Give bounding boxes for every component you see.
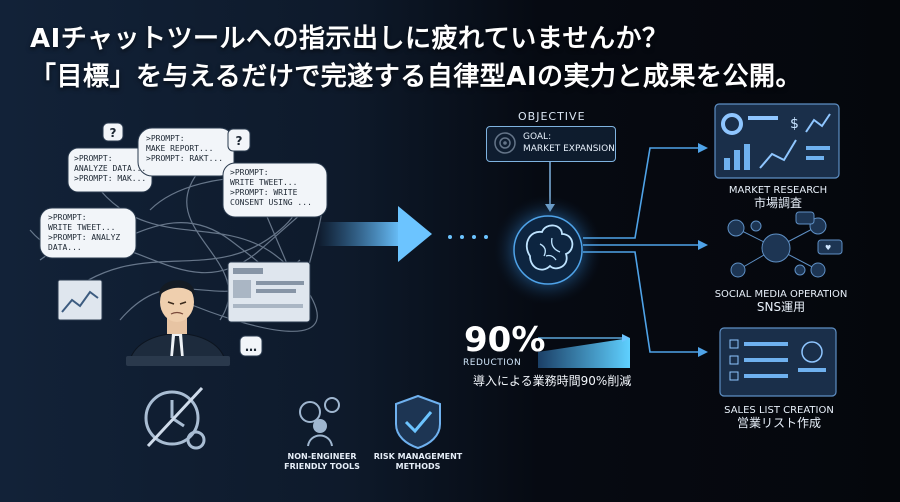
output-social-media: SOCIAL MEDIA OPERATION SNS運用	[706, 288, 856, 314]
feature-risk-management: RISK MANAGEMENT METHODS	[373, 452, 463, 471]
gear-person-icon	[299, 397, 340, 447]
output-en: MARKET RESEARCH	[728, 185, 828, 196]
transition-arrow	[318, 206, 488, 262]
reduction-caption: 導入による業務時間90%削減	[473, 374, 632, 388]
svg-text:?: ?	[110, 126, 117, 140]
output-en: SALES LIST CREATION	[724, 405, 834, 416]
svg-text:?: ?	[236, 134, 243, 148]
branch-lines	[583, 147, 700, 353]
monitor	[227, 261, 311, 323]
chart-board	[57, 279, 103, 321]
goal-text: GOAL: MARKET EXPANSION	[523, 132, 615, 154]
output-sales-list: SALES LIST CREATION 営業リスト作成	[712, 404, 846, 430]
shield-check-icon	[395, 394, 441, 450]
ai-brain-core	[493, 195, 603, 305]
headline-line1: AIチャットツールへの指示出しに疲れていませんか？	[30, 24, 669, 54]
reduction-label: REDUCTION	[463, 358, 522, 368]
social-network-graphic	[727, 211, 843, 278]
svg-text:…: …	[245, 340, 257, 354]
output-jp: 市場調査	[753, 196, 802, 210]
social-badge-glyph: ♥	[825, 244, 831, 252]
bubble-2-text: >PROMPT: MAKE REPORT... >PROMPT: RAKT...	[146, 134, 224, 163]
time-clock-icon	[144, 386, 206, 450]
reduction-value: 90%	[464, 320, 546, 360]
bubble-4-text: >PROMPT: WRITE TWEET... >PROMPT: ANALYZ …	[48, 213, 121, 252]
reduction-bar	[538, 338, 630, 368]
goal-box	[486, 126, 616, 162]
headline: AIチャットツールへの指示出しに疲れていませんか？ 「目標」を与えるだけで完遂す…	[30, 20, 880, 96]
svg-text:$: $	[790, 116, 799, 132]
speech-bubbles	[39, 122, 328, 357]
output-en: SOCIAL MEDIA OPERATION	[714, 289, 848, 300]
output-jp: SNS運用	[756, 300, 806, 314]
bubble-1-text: >PROMPT: ANALYZE DATA... >PROMPT: MAK...	[74, 154, 147, 183]
headline-line2: 「目標」を与えるだけで完遂する自律型AIの実力と成果を公開。	[30, 62, 803, 92]
output-jp: 営業リスト作成	[736, 416, 821, 430]
objective-title: OBJECTIVE	[518, 110, 586, 123]
market-research-dashboard: $	[714, 103, 840, 179]
bubble-3-text: >PROMPT: WRITE TWEET... >PROMPT: WRITE C…	[230, 168, 312, 207]
sales-list-panel	[719, 327, 837, 397]
feature-non-engineer: NON-ENGINEER FRIENDLY TOOLS	[284, 452, 360, 471]
output-market-research: MARKET RESEARCH 市場調査	[718, 184, 838, 210]
stressed-person	[126, 280, 230, 366]
